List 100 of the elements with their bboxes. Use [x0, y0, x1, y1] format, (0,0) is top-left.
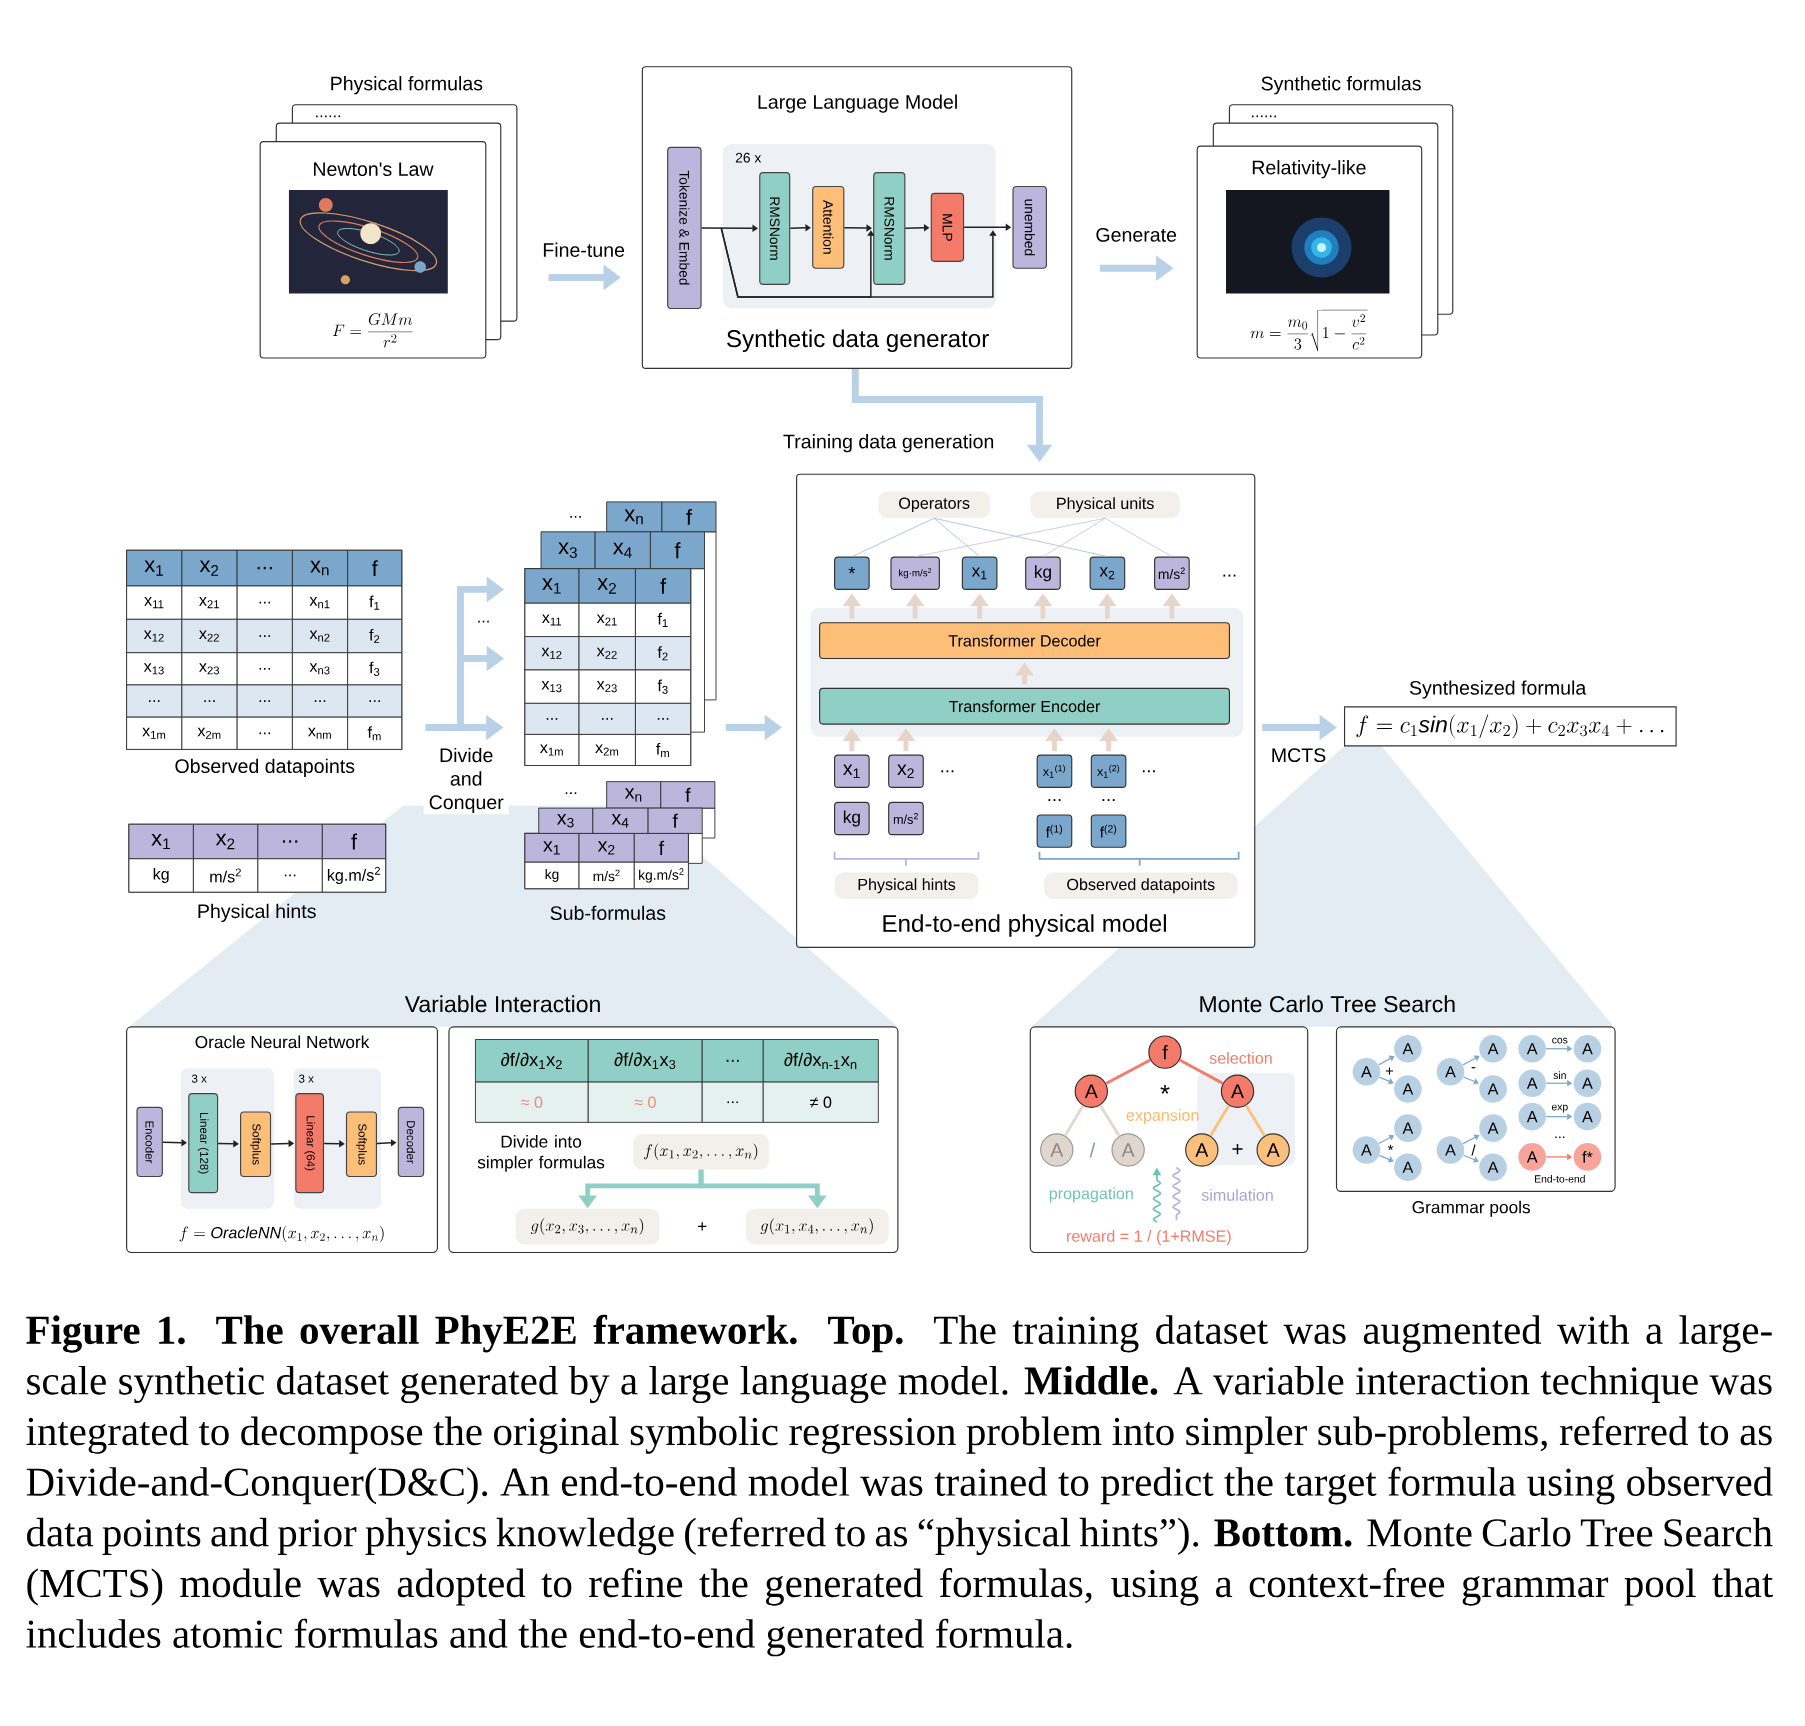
table-cell: ...	[578, 703, 636, 736]
node-label: Grammar pools	[1412, 1200, 1531, 1217]
ellipsis: ...	[565, 792, 577, 795]
table-cell: ...	[291, 684, 349, 718]
table-cell: x$_{nm}$	[291, 716, 349, 751]
arrow	[1462, 1154, 1479, 1163]
tree-node: A	[1220, 1074, 1255, 1109]
table-cell: m/s$^{2}$	[578, 861, 635, 890]
table-cell: ...	[236, 652, 293, 686]
header-cell: x$_{1}$	[524, 568, 580, 604]
header-cell: x$_{n}$	[606, 501, 663, 533]
encoder-block: Transformer Encoder	[819, 688, 1230, 725]
grammar-node: A	[1394, 1075, 1422, 1104]
node-label: Observed datapoints	[175, 758, 355, 778]
grammar-node: A	[1352, 1058, 1381, 1086]
header-cell: ∂f/∂x$_{1}$x$_{3}$	[587, 1039, 703, 1083]
layer-block: RMSNorm	[759, 172, 791, 286]
tree-node: f	[1148, 1035, 1182, 1070]
arrow	[1462, 1076, 1479, 1085]
ellipsis: ...	[1223, 574, 1236, 577]
header-cell: x$_{2}$	[192, 824, 259, 860]
table-cell: x$_{1m}$	[524, 734, 580, 767]
token-box: m/s$^{2}$	[888, 802, 924, 836]
grammar-node: A	[1573, 1035, 1602, 1063]
edge-label: cos	[1550, 1036, 1570, 1045]
header-cell: f	[633, 833, 689, 863]
step-label: propagation	[1049, 1187, 1133, 1203]
formula-tag: $g(x_2,x_3,\ldots,x_n)$	[515, 1208, 660, 1245]
table-cell: x$_{22}$	[578, 636, 636, 671]
tree-node: A	[1074, 1074, 1108, 1109]
formula-tag: $f(x_1,x_2,\ldots,x_n)$	[633, 1134, 769, 1170]
header-cell: f	[321, 824, 387, 860]
tag-label: Physical hints	[834, 872, 979, 900]
table-cell: f$_{m}$	[347, 716, 403, 751]
token-box: x$_{1}$(2)	[1090, 754, 1127, 789]
ellipsis: ...	[570, 516, 581, 518]
grammar-node: A	[1479, 1153, 1507, 1182]
operator-sign: -	[1471, 1067, 1476, 1069]
edge-label: Training data generation	[781, 433, 996, 454]
header-cell: x$_{1}$	[128, 824, 194, 860]
ellipsis: ...	[941, 770, 954, 773]
table-cell: kg	[128, 858, 194, 893]
arrow	[1378, 1076, 1394, 1085]
header-cell: f	[635, 568, 692, 604]
table-cell: f$_{3}$	[347, 652, 403, 686]
header-cell: f	[347, 550, 403, 587]
table-cell: x$_{n1}$	[291, 585, 349, 620]
table-cell: ...	[181, 684, 238, 718]
token-box: f$^{(2)}$	[1090, 814, 1127, 849]
table-cell: kg.m/s$^{2}$	[633, 861, 689, 890]
header-cell: ...	[236, 550, 293, 587]
arrow	[217, 1140, 239, 1148]
table-cell: x$_{12}$	[524, 636, 580, 671]
table-cell: ...	[236, 716, 293, 751]
table-cell: x$_{21}$	[578, 602, 636, 638]
tree-node: A	[1040, 1133, 1074, 1167]
token-box: m/s$^{2}$	[1154, 556, 1190, 591]
connector-line	[851, 518, 935, 558]
header-cell: x$_{n}$	[606, 781, 662, 809]
table-cell: ...	[236, 684, 293, 718]
node-label: $F=\frac{GMm}{r^2}$	[332, 313, 413, 348]
table-cell: f$_{2}$	[347, 619, 403, 654]
layer-block: Tokenize & Embed	[667, 147, 702, 310]
table-cell: x$_{11}$	[524, 602, 580, 638]
token-box: x$_{1}$(1)	[1036, 754, 1073, 789]
connector-line	[1209, 1105, 1231, 1137]
token-box: *	[834, 556, 870, 591]
ellipsis: ......	[1252, 115, 1276, 118]
table-cell: m/s$^{2}$	[192, 858, 259, 893]
table-cell: x$_{23}$	[181, 652, 238, 686]
table-cell: kg	[524, 861, 580, 890]
heading: Synthetic formulas	[1261, 76, 1421, 95]
table-cell: f$_{2}$	[635, 636, 692, 671]
header-cell: x$_{n}$	[291, 550, 349, 587]
grammar-node: A	[1479, 1075, 1507, 1104]
section-title: Variable Interaction	[404, 995, 600, 1013]
edge-label: MCTS	[1269, 747, 1328, 764]
section-title: Monte Carlo Tree Search	[1200, 995, 1455, 1013]
layer-block: Attention	[812, 186, 845, 269]
table-cell: ...	[126, 684, 183, 718]
table-cell: x$_{1m}$	[126, 716, 183, 751]
layer-block: Decoder	[397, 1107, 425, 1178]
connector-line	[1098, 1104, 1121, 1137]
heading: Physical formulas	[331, 76, 483, 95]
step-label: expansion	[1126, 1109, 1199, 1125]
edge-label: Generate	[1094, 227, 1179, 244]
node-label: $m=\frac{m_0}{3}\sqrt{1-\frac{v^2}{c^2}}$	[1250, 310, 1368, 352]
connector-line	[1105, 1058, 1151, 1085]
node-label: Relativity-like	[1252, 160, 1366, 179]
grammar-node: A	[1518, 1069, 1546, 1098]
grammar-node: A	[1436, 1058, 1465, 1086]
table-cell: kg.m/s$^{2}$	[321, 858, 387, 893]
formula-tag: $g(x_1,x_4,\ldots,x_n)$	[745, 1208, 889, 1245]
step-label: selection	[1209, 1052, 1272, 1065]
table-cell: ...	[701, 1081, 764, 1124]
table-cell: f$_{3}$	[635, 669, 692, 705]
grammar-node: f*	[1573, 1143, 1602, 1171]
table-cell: ...	[257, 858, 323, 893]
table-cell: x$_{12}$	[126, 619, 183, 654]
table-cell: x$_{22}$	[181, 619, 238, 654]
